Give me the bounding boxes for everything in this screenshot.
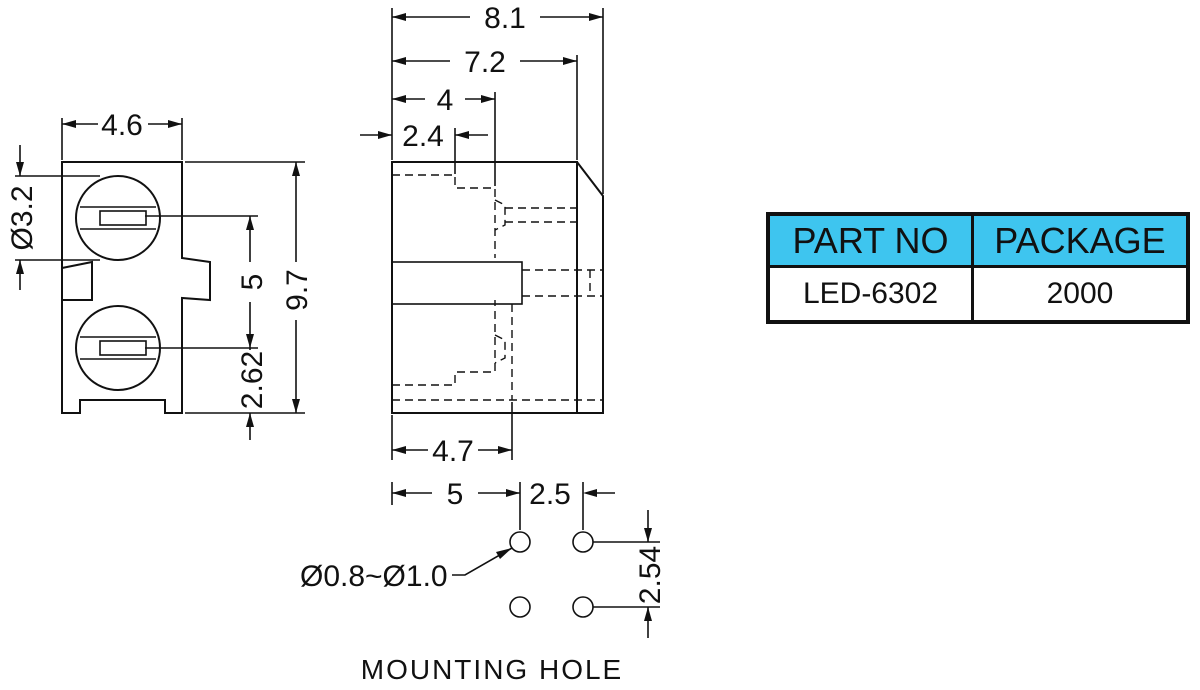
body-length-label: 7.2 (464, 46, 506, 79)
header-part-no: PART NO (770, 216, 974, 268)
header-package: PACKAGE (974, 216, 1186, 268)
cell-package: 2000 (974, 268, 1186, 320)
lens-pitch-label: 5 (236, 274, 269, 291)
hole-bottom-left (509, 596, 531, 618)
upper-lens (75, 175, 161, 261)
lens-diameter-label: Ø3.2 (6, 185, 39, 250)
hole-top-left (509, 531, 531, 553)
front-body-outline (61, 161, 211, 414)
mounting-hole-view: 5 2.5 2.54 Ø0.8~Ø1.0 MOUNTING HOLE (300, 478, 667, 685)
row-offset-label: 5 (447, 478, 464, 511)
column-pitch-label: 2.5 (529, 478, 571, 511)
mounting-hole-caption: MOUNTING HOLE (361, 654, 623, 685)
hole-top-right (572, 531, 594, 553)
front-width-label: 4.6 (101, 109, 143, 142)
pin-offset-label: 4.7 (432, 435, 474, 468)
front-height-label: 9.7 (281, 269, 314, 311)
cell-part-no: LED-6302 (770, 268, 974, 320)
lens-depth-label: 4 (437, 84, 454, 117)
lens-step-label: 2.4 (402, 120, 444, 153)
side-body-outline (391, 161, 578, 414)
front-view: 4.6 9.7 Ø3.2 5 2.62 (6, 109, 314, 440)
side-view: 8.1 7.2 4 2.4 4.7 (360, 2, 604, 468)
row-pitch-label: 2.54 (634, 546, 667, 604)
part-table: PART NO PACKAGE LED-6302 2000 (766, 212, 1190, 324)
hole-bottom-right (572, 596, 594, 618)
hole-diameter-label: Ø0.8~Ø1.0 (300, 560, 448, 593)
lens-offset-label: 2.62 (236, 351, 269, 409)
overall-length-label: 8.1 (484, 2, 526, 35)
